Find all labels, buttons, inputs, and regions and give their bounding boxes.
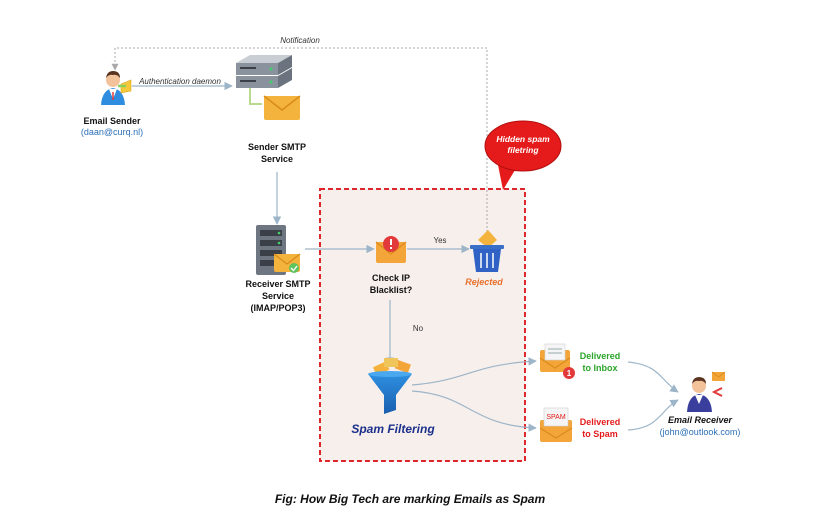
receiver-title: Email Receiver xyxy=(668,415,733,425)
alert-envelope-icon xyxy=(375,236,407,263)
spam-envelope-icon xyxy=(539,407,573,442)
inbox-line2: to Inbox xyxy=(583,363,618,373)
sender-smtp-line1: Sender SMTP xyxy=(248,142,306,152)
spam-to-receiver-connector xyxy=(627,399,679,431)
spam-tag: SPAM xyxy=(546,414,565,421)
sender-email: (daan@curq.nl) xyxy=(81,127,143,137)
inbox-line1: Delivered xyxy=(580,351,621,361)
inbox-badge: 1 xyxy=(567,369,572,378)
receiver-smtp-server-icon xyxy=(256,225,301,275)
hidden-filter-callout xyxy=(484,120,562,190)
funnel-icon xyxy=(368,358,412,414)
hidden-filter-line1: Hidden spam xyxy=(496,134,550,144)
receiver-smtp-line1: Receiver SMTP xyxy=(245,279,310,289)
spam-filtering-label: Spam Filtering xyxy=(351,422,435,436)
receiver-email: (john@outlook.com) xyxy=(660,427,741,437)
sender-envelope-icon xyxy=(263,95,301,120)
figure-caption: Fig: How Big Tech are marking Emails as … xyxy=(275,492,546,506)
hidden-filter-line2: filetring xyxy=(507,145,539,155)
auth-label: Authentication daemon xyxy=(138,77,221,86)
no-label: No xyxy=(413,324,424,333)
sender-smtp-line2: Service xyxy=(261,154,293,164)
inbox-to-receiver-connector xyxy=(627,361,679,393)
spam-line1: Delivered xyxy=(580,417,621,427)
check-ip-line2: Blacklist? xyxy=(370,285,413,295)
sender-title: Email Sender xyxy=(83,116,141,126)
inbox-envelope-icon xyxy=(539,343,575,379)
notification-label: Notification xyxy=(280,36,320,45)
sender-smtp-server-icon xyxy=(236,55,292,105)
spam-line2: to Spam xyxy=(582,429,618,439)
receiver-smtp-line3: (IMAP/POP3) xyxy=(250,303,305,313)
to-spam-connector xyxy=(411,390,537,432)
sender-person-icon xyxy=(101,71,132,105)
to-inbox-connector xyxy=(411,357,537,386)
receiver-smtp-line2: Service xyxy=(262,291,294,301)
trash-bin-icon xyxy=(470,230,504,272)
receiver-person-icon xyxy=(687,371,726,412)
rejected-label: Rejected xyxy=(465,277,503,287)
yes-label: Yes xyxy=(433,236,446,245)
check-ip-line1: Check IP xyxy=(372,273,410,283)
